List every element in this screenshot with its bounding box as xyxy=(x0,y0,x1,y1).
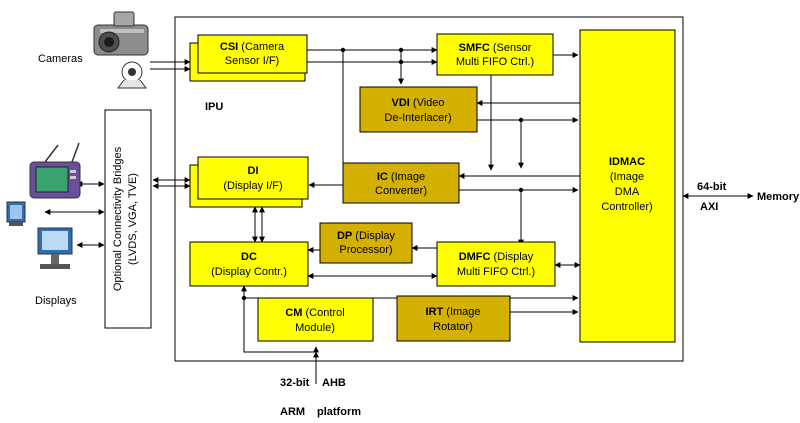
connectivity-bridges-label: Optional Connectivity Bridges xyxy=(112,146,124,291)
irt-label: IRT (Image xyxy=(425,306,480,318)
cm-block xyxy=(257,297,374,342)
dc-sublabel: (Display Contr.) xyxy=(211,266,287,278)
ic-sublabel: Converter) xyxy=(375,185,427,197)
irt-block xyxy=(396,295,511,342)
smfc-sublabel: Multi FIFO Ctrl.) xyxy=(456,56,534,68)
monitor-icon xyxy=(37,227,73,269)
arm-label: ARM xyxy=(280,406,305,418)
axi-width-label: 64-bit xyxy=(697,181,727,193)
idmac-line4: Controller) xyxy=(601,201,652,213)
idmac-line3: DMA xyxy=(615,186,640,198)
cm-label: CM (Control xyxy=(285,307,344,319)
ahb-width-label: 32-bit xyxy=(280,377,310,389)
dc-label: DC xyxy=(241,251,257,263)
cm-sublabel: Module) xyxy=(295,322,335,334)
idmac-block xyxy=(579,29,676,343)
idmac-line2: (Image xyxy=(610,171,644,183)
idmac-label: IDMAC xyxy=(609,156,645,168)
ic-label: IC (Image xyxy=(377,171,425,183)
dmfc-label: DMFC (Display xyxy=(459,251,534,263)
dp-label: DP (Display xyxy=(337,230,396,242)
vdi-label: VDI (Video xyxy=(392,97,445,109)
cameras-label: Cameras xyxy=(38,53,83,65)
tv-icon xyxy=(29,142,81,199)
dp-sublabel: Processor) xyxy=(339,244,392,256)
connections xyxy=(44,47,754,384)
ipu-title: IPU xyxy=(205,101,223,113)
webcam-icon xyxy=(117,61,147,89)
smfc-label: SMFC (Sensor xyxy=(459,42,532,54)
vdi-sublabel: De-Interlacer) xyxy=(384,112,451,124)
junction-dots xyxy=(241,47,524,301)
platform-label: platform xyxy=(317,406,361,418)
vdi-block xyxy=(359,86,478,133)
displays-label: Displays xyxy=(35,295,77,307)
connectivity-bridges-sublabel: (LVDS, VGA, TVE) xyxy=(127,173,139,265)
camera-icon xyxy=(93,11,149,56)
irt-sublabel: Rotator) xyxy=(433,321,473,333)
dp-block xyxy=(319,222,413,264)
dmfc-block xyxy=(436,241,556,287)
smfc-block xyxy=(436,33,554,76)
ic-block xyxy=(342,162,460,204)
ahb-label: AHB xyxy=(322,377,346,389)
memory-label: Memory xyxy=(757,191,800,203)
di-block xyxy=(197,156,309,200)
connectivity-bridges-box xyxy=(104,109,152,329)
dmfc-sublabel: Multi FIFO Ctrl.) xyxy=(457,266,535,278)
di-sublabel: (Display I/F) xyxy=(223,180,282,192)
small-display-icon xyxy=(6,201,26,226)
csi-label: CSI (Camera xyxy=(220,41,285,53)
dc-block xyxy=(189,241,309,287)
axi-label: AXI xyxy=(700,201,718,213)
csi-sublabel: Sensor I/F) xyxy=(225,55,279,67)
csi-block xyxy=(197,34,308,74)
di-label: DI xyxy=(248,165,259,177)
